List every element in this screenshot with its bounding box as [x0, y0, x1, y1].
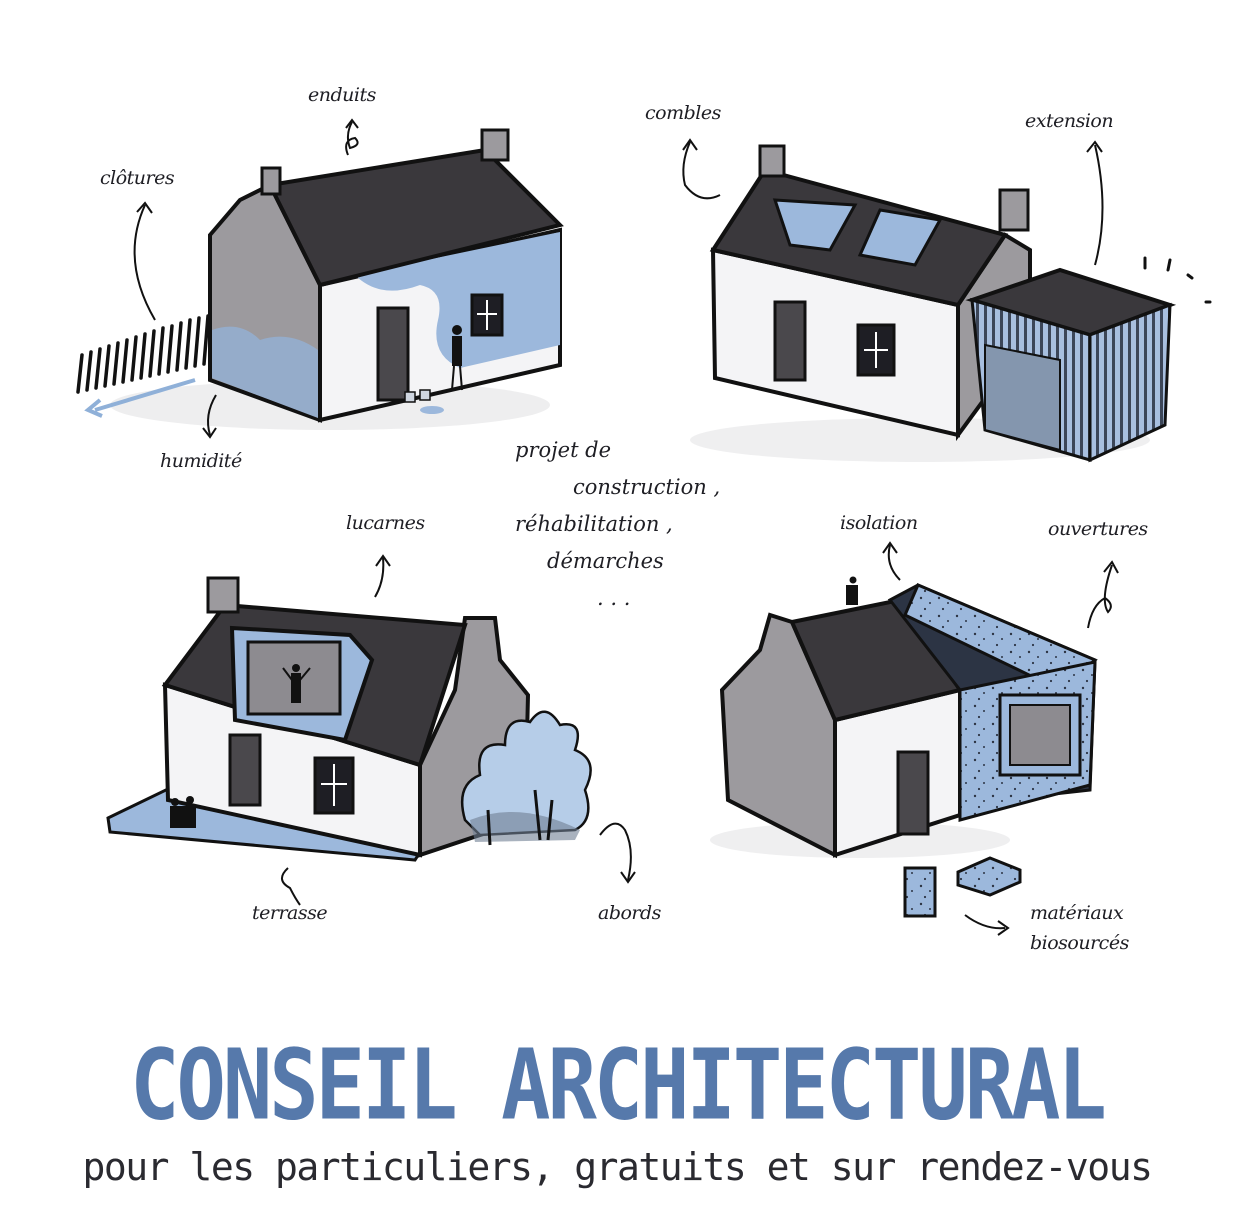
- center-note-line3: réhabilitation ,: [515, 512, 673, 536]
- arrow-icon: [133, 204, 156, 321]
- bush-icon: [460, 710, 592, 837]
- arrow-icon: [599, 822, 632, 881]
- person-icon: [282, 664, 311, 703]
- label-clotures: clôtures: [100, 167, 175, 189]
- house-bottom-right: [710, 541, 1119, 936]
- label-biosources: biosourcés: [1030, 932, 1129, 954]
- arrow-icon: [374, 557, 385, 598]
- label-combles: combles: [645, 102, 721, 124]
- label-enduits: enduits: [308, 84, 376, 106]
- center-note-line5: . . .: [597, 586, 631, 610]
- label-lucarnes: lucarnes: [346, 512, 425, 534]
- label-extension: extension: [1025, 110, 1114, 132]
- label-isolation: isolation: [840, 512, 918, 534]
- arrow-icon: [682, 141, 721, 200]
- label-ouvertures: ouvertures: [1048, 518, 1148, 540]
- center-note-line4: démarches: [547, 549, 664, 573]
- page-subtitle: pour les particuliers, gratuits et sur r…: [82, 1145, 1153, 1189]
- center-note-line1: projet de: [515, 438, 612, 462]
- arrow-icon: [281, 867, 301, 906]
- center-note: projet de construction , réhabilitation …: [515, 432, 720, 617]
- arrow-icon: [1087, 564, 1113, 629]
- label-materiaux: matériaux: [1030, 902, 1124, 924]
- house-top-right: [682, 138, 1212, 463]
- arrow-icon: [1094, 144, 1104, 266]
- illustration: [76, 118, 1212, 936]
- house-top-left: [76, 118, 564, 439]
- fence-icon: [76, 314, 210, 394]
- arrow-icon: [345, 121, 359, 156]
- page-title: CONSEIL ARCHITECTURAL: [130, 1030, 1107, 1143]
- bricks-icon: [903, 856, 1022, 918]
- center-note-line2: construction ,: [573, 475, 721, 499]
- label-humidite: humidité: [160, 450, 242, 472]
- arrow-icon: [887, 544, 901, 581]
- house-bottom-left: [106, 554, 636, 906]
- label-abords: abords: [598, 902, 661, 924]
- arrow-icon: [207, 394, 217, 436]
- label-terrasse: terrasse: [252, 902, 328, 924]
- arrow-icon: [964, 914, 1006, 930]
